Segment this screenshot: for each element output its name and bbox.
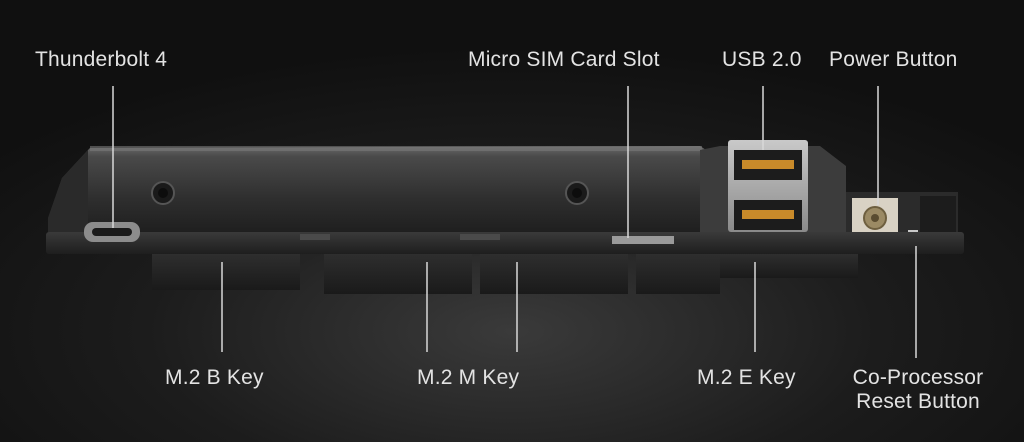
usb-block <box>700 140 846 236</box>
label-power-button: Power Button <box>829 48 958 71</box>
label-m2-b-key: M.2 B Key <box>165 366 264 389</box>
label-m2-m-key: M.2 M Key <box>417 366 520 389</box>
m2-b-module <box>152 254 300 290</box>
label-thunderbolt: Thunderbolt 4 <box>35 48 168 71</box>
label-coprocessor-line2: Reset Button <box>856 390 980 413</box>
pcb <box>46 222 964 254</box>
m2-modules <box>152 254 858 294</box>
heatsink-case <box>48 146 706 232</box>
label-usb: USB 2.0 <box>722 48 802 71</box>
label-coprocessor-line1: Co-Processor <box>852 366 984 389</box>
leader-lines <box>112 86 917 358</box>
label-m2-e-key: M.2 E Key <box>697 366 796 389</box>
label-coprocessor-reset: Co-Processor Reset Button <box>838 366 998 414</box>
m2-m-module <box>324 254 472 294</box>
m2-m-module-2 <box>480 254 628 294</box>
m2-e-module <box>720 254 858 278</box>
micro-sim-slot <box>612 236 674 244</box>
label-micro-sim: Micro SIM Card Slot <box>468 48 660 71</box>
